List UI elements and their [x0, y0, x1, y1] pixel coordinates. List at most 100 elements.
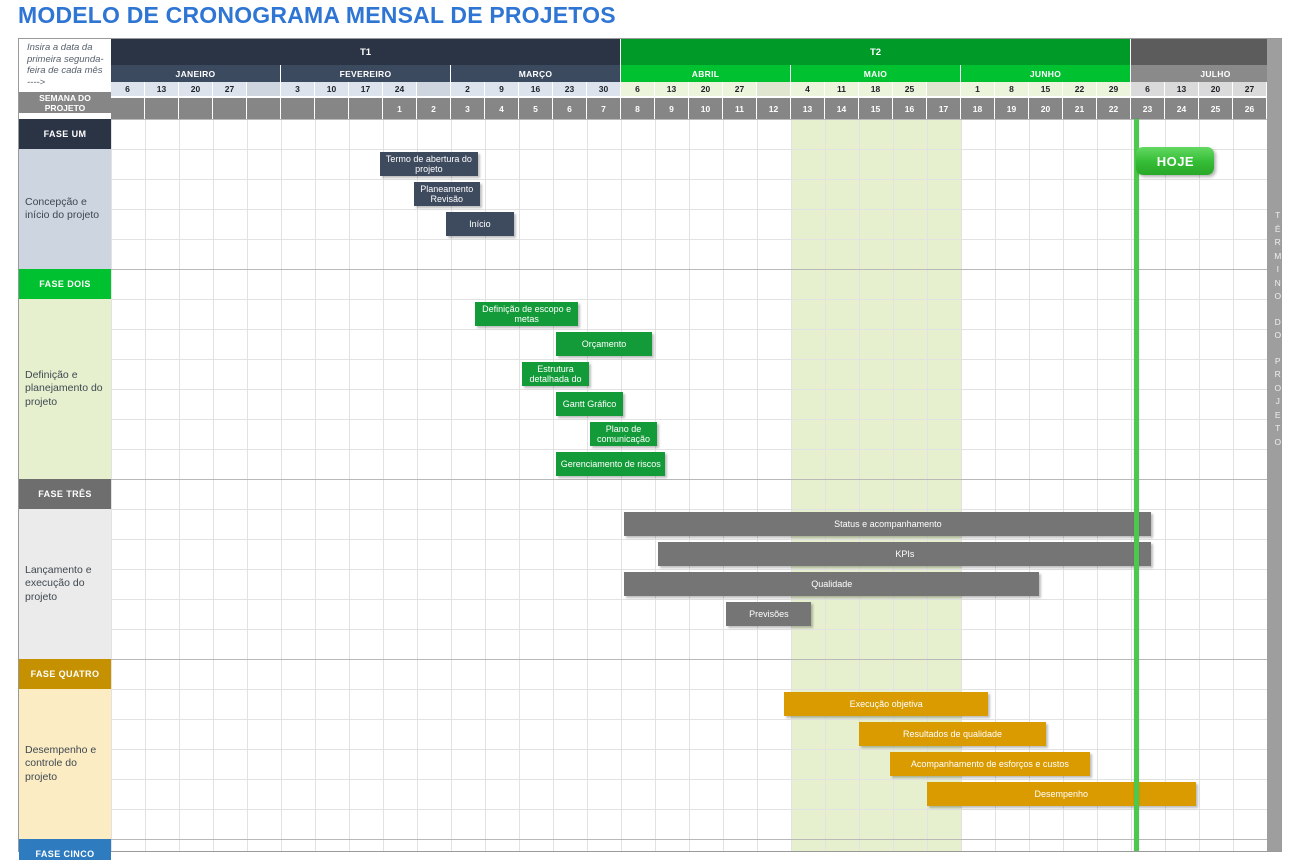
- task-bar[interactable]: Previsões: [726, 602, 812, 626]
- task-bar[interactable]: Gantt Gráfico: [556, 392, 623, 416]
- termino-char: O: [1274, 436, 1281, 447]
- week-number-cell: 10: [689, 97, 723, 119]
- grid-line-vertical: [723, 119, 724, 851]
- date-cell: 25: [893, 82, 927, 97]
- task-bar[interactable]: Acompanhamento de esforços e custos: [889, 752, 1091, 776]
- quarter-header-T1: T1: [111, 39, 621, 65]
- page-title: MODELO DE CRONOGRAMA MENSAL DE PROJETOS: [18, 2, 616, 28]
- week-number-cell: 15: [859, 97, 893, 119]
- phase-header-2: FASE DOIS: [19, 269, 111, 299]
- termino-char: O: [1274, 291, 1281, 301]
- week-number-cell: 20: [1029, 97, 1063, 119]
- grid-line-horizontal: [111, 569, 1267, 570]
- grid-line-horizontal: [111, 359, 1267, 360]
- phase-header-1: FASE UM: [19, 119, 111, 149]
- task-bar[interactable]: KPIs: [658, 542, 1152, 566]
- instruction-text: Insira a data da primeira segunda-feira …: [19, 39, 111, 91]
- phase-body-label-2: Definição e planejamento do projeto: [19, 299, 111, 479]
- task-bar[interactable]: Plano de comunicação: [590, 422, 657, 446]
- date-cell: 17: [349, 82, 383, 97]
- week-number-cell: [111, 97, 145, 119]
- termino-char: R: [1274, 237, 1281, 247]
- week-number-cell: 1: [383, 97, 417, 119]
- date-cell: 11: [825, 82, 859, 97]
- task-bar[interactable]: Termo de abertura do projeto: [379, 152, 479, 176]
- grid-line-vertical: [553, 119, 554, 851]
- week-number-cell: 19: [995, 97, 1029, 119]
- week-number-cell: 7: [587, 97, 621, 119]
- date-cell: [757, 82, 791, 97]
- grid-line-horizontal: [111, 269, 1267, 270]
- grid-line-vertical: [655, 119, 656, 851]
- grid-line-vertical: [1233, 119, 1234, 851]
- grid-line-vertical: [893, 119, 894, 851]
- task-bar[interactable]: Orçamento: [556, 332, 652, 356]
- task-bar[interactable]: Gerenciamento de riscos: [556, 452, 666, 476]
- date-cell: 24: [383, 82, 417, 97]
- phase-header-3: FASE TRÊS: [19, 479, 111, 509]
- termino-char: R: [1274, 369, 1281, 379]
- quarter-header-T2: T2: [621, 39, 1131, 65]
- month-header-julho: JULHO: [1131, 65, 1281, 82]
- date-cell: [417, 82, 451, 97]
- grid-line-vertical: [859, 119, 860, 851]
- schedule-grid: Insira a data da primeira segunda-feira …: [18, 38, 1282, 860]
- grid-line-horizontal: [111, 389, 1267, 390]
- week-number-cell: 6: [553, 97, 587, 119]
- month-header-abril: ABRIL: [621, 65, 791, 82]
- task-bar[interactable]: Início: [445, 212, 514, 236]
- task-bar[interactable]: Estrutura detalhada do: [522, 362, 589, 386]
- task-bar[interactable]: Definição de escopo e metas: [474, 302, 579, 326]
- grid-line-horizontal: [111, 539, 1267, 540]
- termino-char: É: [1274, 223, 1281, 234]
- date-cell: 1: [961, 82, 995, 97]
- date-cell: 18: [859, 82, 893, 97]
- grid-line-horizontal: [111, 119, 1267, 120]
- grid-line-vertical: [927, 119, 928, 851]
- grid-line-vertical: [995, 119, 996, 851]
- week-number-cell: 4: [485, 97, 519, 119]
- task-bar[interactable]: Resultados de qualidade: [859, 722, 1046, 746]
- task-bar[interactable]: Desempenho: [927, 782, 1196, 806]
- grid-line-horizontal: [111, 209, 1267, 210]
- grid-line-vertical: [1097, 119, 1098, 851]
- month-header-março: MARÇO: [451, 65, 621, 82]
- date-cell: 2: [451, 82, 485, 97]
- week-number-cell: 12: [757, 97, 791, 119]
- grid-line-vertical: [1131, 119, 1132, 851]
- date-cell: 27: [723, 82, 757, 97]
- date-cell: 22: [1063, 82, 1097, 97]
- grid-line-vertical: [315, 119, 316, 851]
- date-cell: 23: [553, 82, 587, 97]
- grid-line-horizontal: [111, 179, 1267, 180]
- task-bar[interactable]: Qualidade: [624, 572, 1040, 596]
- date-cell: 29: [1097, 82, 1131, 97]
- task-bar[interactable]: Execução objetiva: [784, 692, 989, 716]
- grid-line-horizontal: [111, 779, 1267, 780]
- grid-line-vertical: [1029, 119, 1030, 851]
- date-cell: 9: [485, 82, 519, 97]
- termino-char: I: [1276, 264, 1280, 274]
- task-bar[interactable]: Planeamento Revisão: [413, 182, 480, 206]
- grid-line-horizontal: [111, 629, 1267, 630]
- date-cell: [927, 82, 961, 97]
- grid-line-vertical: [519, 119, 520, 851]
- grid-line-vertical: [1199, 119, 1200, 851]
- grid-line-vertical: [961, 119, 962, 851]
- grid-line-horizontal: [111, 299, 1267, 300]
- date-cell: 13: [1165, 82, 1199, 97]
- task-bar[interactable]: Status e acompanhamento: [624, 512, 1152, 536]
- date-cell: 13: [655, 82, 689, 97]
- termino-char: N: [1274, 277, 1281, 288]
- grid-line-vertical: [247, 119, 248, 851]
- grid-line-vertical: [281, 119, 282, 851]
- week-number-cell: 24: [1165, 97, 1199, 119]
- today-badge[interactable]: HOJE: [1136, 147, 1215, 175]
- termino-char: P: [1274, 355, 1281, 366]
- grid-line-horizontal: [111, 689, 1267, 690]
- grid-line-horizontal: [111, 419, 1267, 420]
- date-cell: 20: [179, 82, 213, 97]
